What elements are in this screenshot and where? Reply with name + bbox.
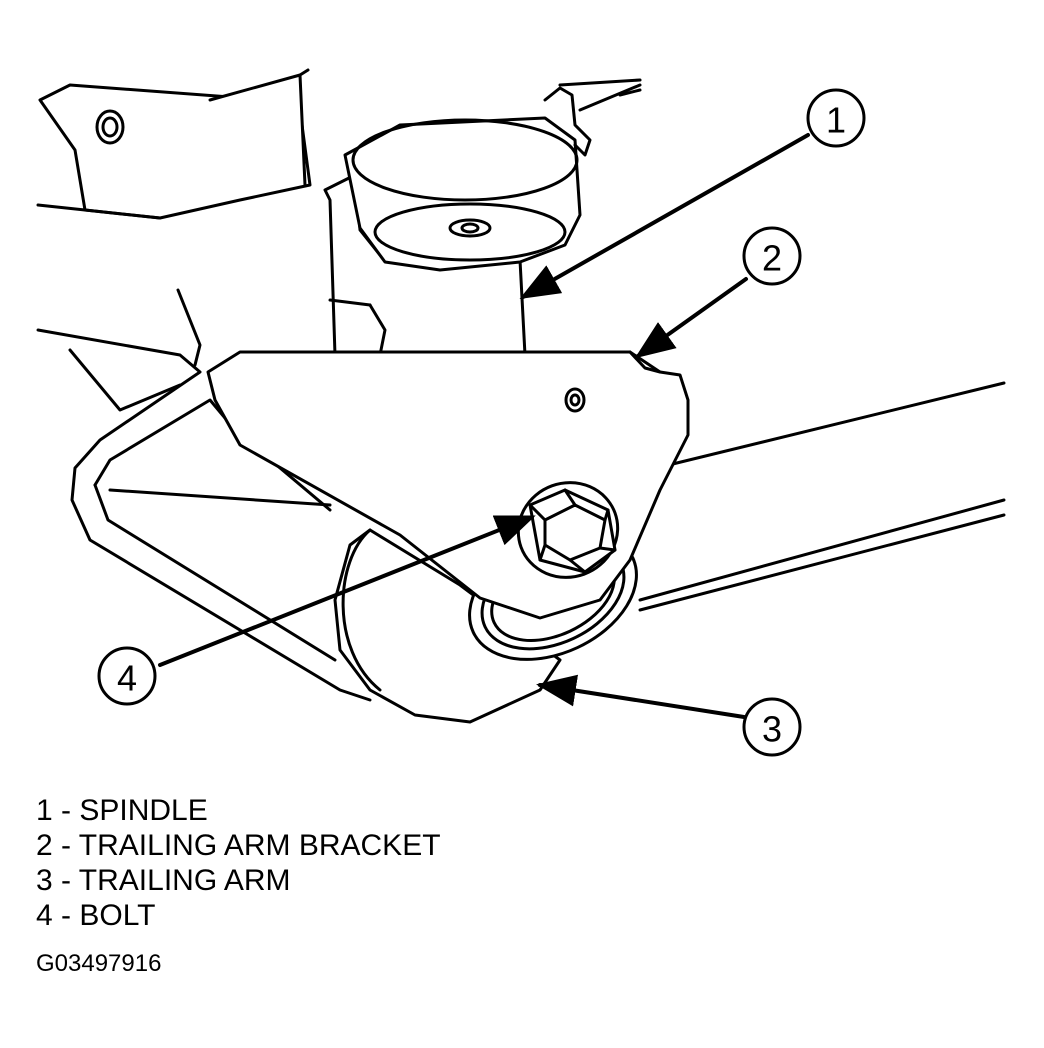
spindle-collar (543, 86, 592, 157)
parts-legend: 1 - SPINDLE 2 - TRAILING ARM BRACKET 3 -… (36, 793, 441, 933)
trailing-arm-bushing (333, 528, 562, 724)
callout-4: 4 (97, 646, 157, 706)
trailing-arm-diagram: 1 2 3 4 (36, 68, 1006, 757)
callout-3: 3 (742, 697, 802, 757)
bolt-head (516, 481, 620, 579)
legend-item-trailing-arm-bracket: 2 - TRAILING ARM BRACKET (36, 829, 441, 862)
callout-3-number: 3 (762, 709, 782, 750)
body-panel-hole (95, 109, 125, 145)
callout-2: 2 (742, 226, 802, 286)
figure-code: G03497916 (36, 950, 162, 977)
callout-3-arrow (536, 674, 746, 719)
legend-item-trailing-arm: 3 - TRAILING ARM (36, 864, 291, 897)
body-panel (36, 68, 312, 220)
callout-2-arrow (634, 277, 748, 359)
callout-1-arrow (519, 133, 810, 299)
spindle-boss (343, 116, 582, 272)
bracket-hole (564, 387, 586, 413)
axle-frame (638, 381, 1006, 612)
callout-4-arrow (158, 515, 536, 667)
callout-1: 1 (806, 88, 866, 148)
callout-2-number: 2 (762, 238, 782, 279)
legend-item-spindle: 1 - SPINDLE (36, 794, 208, 827)
upper-frame-lines (558, 78, 642, 112)
legend-item-bolt: 4 - BOLT (36, 899, 156, 932)
callout-1-number: 1 (826, 100, 846, 141)
callout-4-number: 4 (117, 658, 137, 699)
trailing-arm-channel (36, 288, 372, 702)
